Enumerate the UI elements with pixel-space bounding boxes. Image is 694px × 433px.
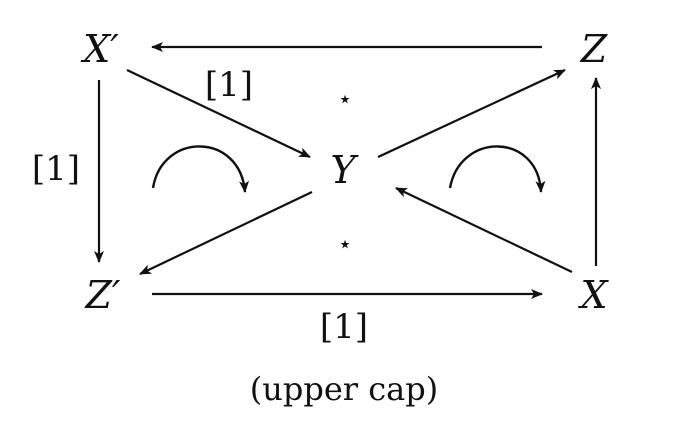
node-z-prime: Z′ bbox=[84, 273, 120, 317]
star-marker-top: ⋆ bbox=[337, 85, 352, 113]
node-x-prime: X′ bbox=[80, 27, 119, 71]
edge-label-x-prime-to-y: [1] bbox=[205, 65, 253, 105]
arrow-y-to-z-prime bbox=[139, 191, 313, 275]
arrow-x-to-y bbox=[395, 187, 573, 273]
node-z: Z bbox=[580, 27, 608, 71]
edge-label-z-prime-to-x: [1] bbox=[320, 307, 368, 347]
node-y: Y bbox=[330, 148, 359, 192]
node-x: X bbox=[577, 273, 609, 317]
curved-arrow-left bbox=[151, 145, 250, 193]
arrow-x-prime-to-y bbox=[126, 69, 311, 158]
star-marker-bottom: ⋆ bbox=[337, 230, 352, 258]
curved-arrow-right bbox=[448, 145, 546, 193]
caption: (upper cap) bbox=[250, 370, 438, 408]
arrow-y-to-z bbox=[377, 69, 566, 158]
edge-label-x-prime-to-z-prime: [1] bbox=[32, 149, 80, 189]
